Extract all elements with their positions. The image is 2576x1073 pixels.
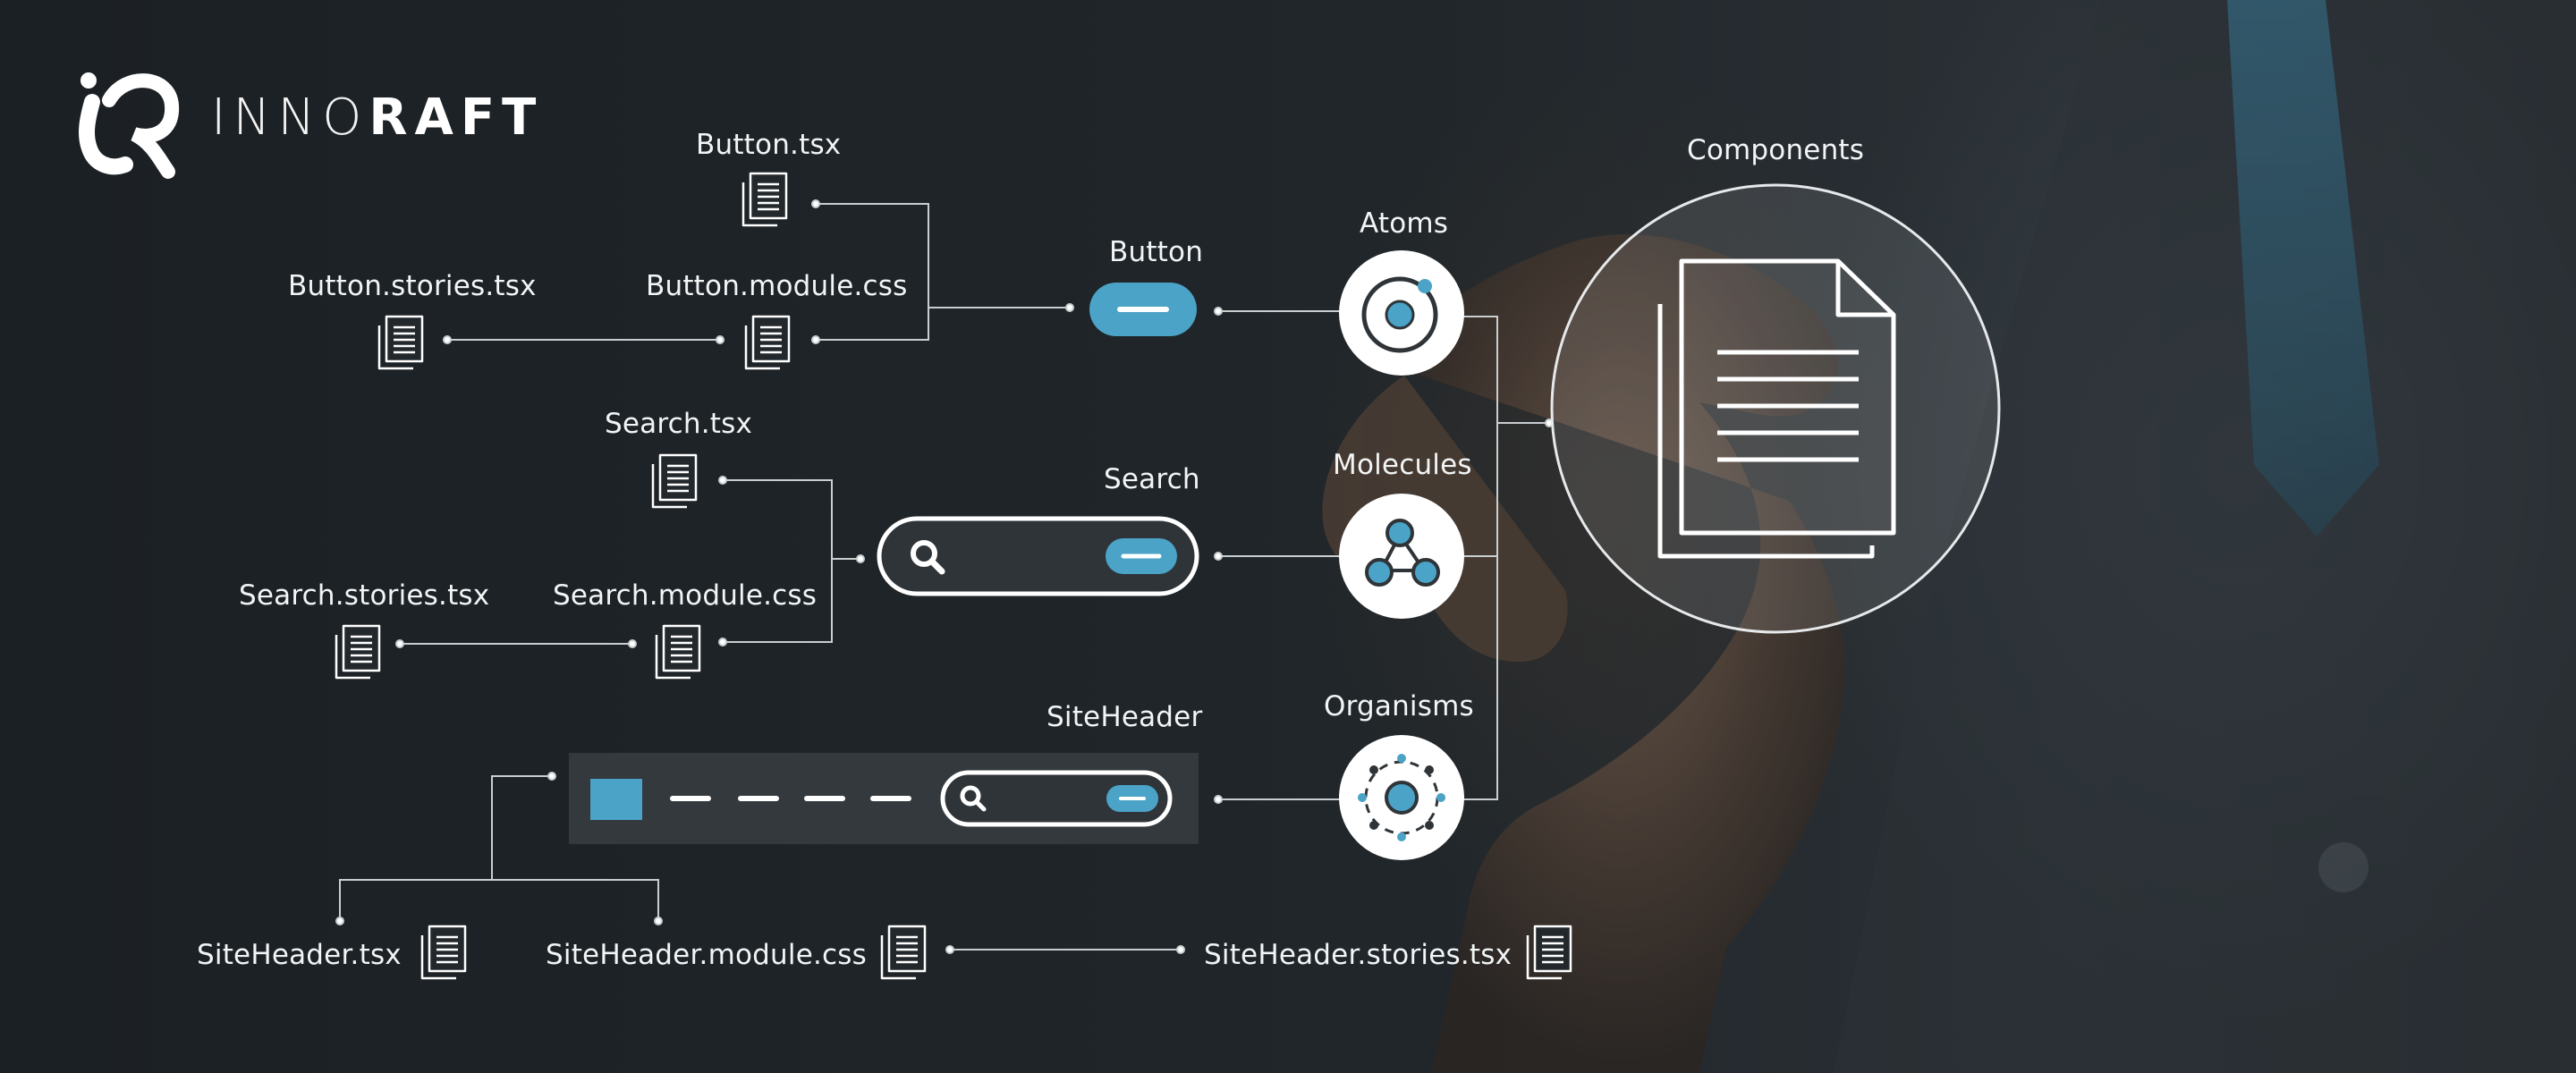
connector-dot <box>811 199 820 208</box>
connector-dot <box>718 638 727 646</box>
search-icon <box>911 540 945 575</box>
components-circle <box>1550 183 2001 634</box>
organism-icon <box>1339 735 1464 860</box>
connector-dot <box>718 476 727 485</box>
brand-wordmark: INNORAFT <box>211 89 543 147</box>
connector-dot <box>1214 795 1223 804</box>
connector-dot <box>443 335 452 344</box>
file-label-button-tsx: Button.tsx <box>696 129 842 161</box>
file-label-siteheader-tsx: SiteHeader.tsx <box>197 939 402 971</box>
connector-dot <box>716 335 724 344</box>
innoraft-logo <box>79 72 180 179</box>
file-label-search-tsx: Search.tsx <box>605 408 753 440</box>
connector-dot <box>547 772 556 781</box>
connector-dot <box>1214 552 1223 561</box>
document-icon <box>1657 258 1896 559</box>
connector-lines <box>335 199 1554 954</box>
file-label-button-css: Button.module.css <box>646 270 908 302</box>
search-component-shape <box>877 516 1199 596</box>
connector-line <box>723 479 833 643</box>
file-icon <box>744 315 791 370</box>
connector-dot <box>335 917 344 925</box>
connector-dot <box>1176 945 1185 954</box>
connector-line <box>816 203 929 341</box>
connector-line <box>339 775 552 921</box>
connector-dot <box>395 639 404 648</box>
connector-dot <box>811 335 820 344</box>
connector-dot <box>628 639 637 648</box>
button-component-shape <box>1089 283 1197 336</box>
component-label-search: Search <box>1104 463 1200 495</box>
connector-dot <box>654 917 663 925</box>
molecule-icon <box>1339 494 1464 619</box>
file-label-search-css: Search.module.css <box>553 579 818 612</box>
siteheader-component-shape <box>569 753 1199 844</box>
file-icon <box>420 925 467 980</box>
file-label-siteheader-stories: SiteHeader.stories.tsx <box>1204 939 1513 971</box>
level-label-molecules: Molecules <box>1333 449 1472 481</box>
file-icon <box>651 453 698 509</box>
brand-bold: RAFT <box>369 89 544 147</box>
component-label-siteheader: SiteHeader <box>1046 701 1203 733</box>
connector-dot <box>856 554 865 563</box>
connector-dot <box>1214 307 1223 316</box>
connector-dot <box>1065 303 1074 312</box>
file-icon <box>741 172 788 227</box>
file-icon <box>655 624 701 680</box>
atom-icon <box>1339 250 1464 376</box>
file-icons-group <box>335 172 1572 980</box>
connector-line <box>1463 316 1498 800</box>
file-icon <box>377 315 424 370</box>
file-icon <box>1526 925 1572 980</box>
brand-thin: INNO <box>211 89 369 147</box>
file-label-siteheader-css: SiteHeader.module.css <box>546 939 867 971</box>
component-label-button: Button <box>1109 236 1204 268</box>
connector-line <box>492 879 659 921</box>
root-label-components: Components <box>1687 134 1865 166</box>
connector-dot <box>945 945 954 954</box>
file-icon <box>335 624 381 680</box>
file-label-search-stories: Search.stories.tsx <box>239 579 490 612</box>
file-label-button-stories: Button.stories.tsx <box>288 270 537 302</box>
background-figure <box>1834 0 2576 1073</box>
level-label-organisms: Organisms <box>1324 690 1474 722</box>
level-label-atoms: Atoms <box>1360 207 1449 240</box>
file-icon <box>880 925 927 980</box>
